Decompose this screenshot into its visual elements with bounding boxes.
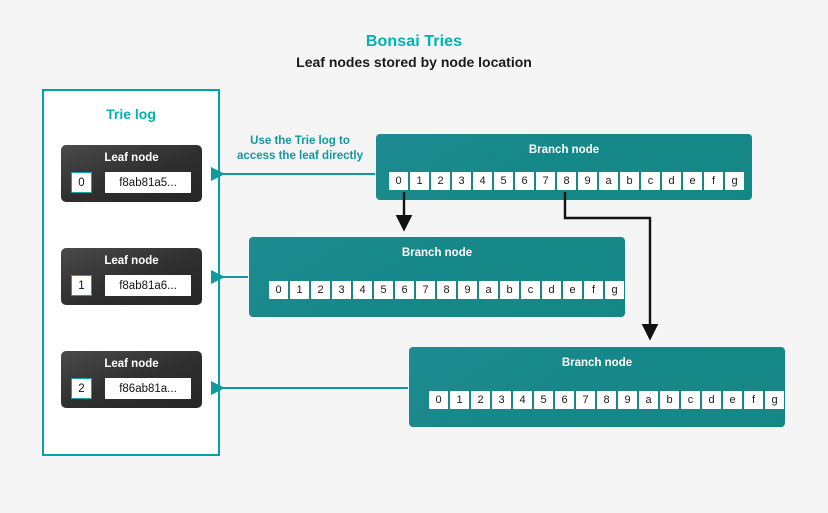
branch-node-cells: 0 1 2 3 4 5 6 7 8 9 a b c d e f g (269, 281, 624, 299)
branch-cell[interactable]: 2 (431, 172, 450, 190)
branch-cell[interactable]: a (639, 391, 658, 409)
leaf-node-0[interactable]: Leaf node 0 f8ab81a5... (61, 145, 202, 202)
branch-cell[interactable]: c (681, 391, 700, 409)
branch-cell[interactable]: f (744, 391, 763, 409)
branch-cell[interactable]: b (500, 281, 519, 299)
branch-cell[interactable]: c (521, 281, 540, 299)
leaf-node-index: 1 (71, 275, 92, 296)
branch-cell[interactable]: e (683, 172, 702, 190)
branch-node-cells: 0 1 2 3 4 5 6 7 8 9 a b c d e f g (389, 172, 744, 190)
trie-log-title: Trie log (106, 106, 156, 122)
branch-node-2[interactable]: Branch node 0 1 2 3 4 5 6 7 8 9 a b c d … (249, 237, 625, 317)
branch-node-label: Branch node (561, 357, 633, 369)
branch-cell[interactable]: 1 (450, 391, 469, 409)
branch-cell[interactable]: 0 (429, 391, 448, 409)
branch-cell[interactable]: b (660, 391, 679, 409)
branch-cell[interactable]: 9 (618, 391, 637, 409)
branch-cell[interactable]: g (605, 281, 624, 299)
leaf-node-hash: f8ab81a5... (105, 172, 191, 193)
branch-node-1[interactable]: Branch node 0 1 2 3 4 5 6 7 8 9 a b c d … (376, 134, 752, 200)
branch-node-3[interactable]: Branch node 0 1 2 3 4 5 6 7 8 9 a b c d … (409, 347, 785, 427)
branch-cell[interactable]: 0 (269, 281, 288, 299)
branch-node-label: Branch node (401, 247, 473, 259)
branch-cell[interactable]: 5 (534, 391, 553, 409)
page-subtitle: Leaf nodes stored by node location (296, 54, 532, 70)
leaf-node-label: Leaf node (104, 152, 159, 164)
branch-cell[interactable]: d (702, 391, 721, 409)
branch-cell[interactable]: 6 (515, 172, 534, 190)
branch-cell[interactable]: 7 (416, 281, 435, 299)
annotation-line-2: access the leaf directly (237, 150, 363, 162)
branch-cell[interactable]: e (563, 281, 582, 299)
branch-cell[interactable]: 7 (536, 172, 555, 190)
branch-cell[interactable]: 9 (578, 172, 597, 190)
branch-cell[interactable]: 3 (332, 281, 351, 299)
leaf-node-hash: f86ab81a... (105, 378, 191, 399)
leaf-node-hash: f8ab81a6... (105, 275, 191, 296)
branch-cell[interactable]: 7 (576, 391, 595, 409)
leaf-node-index: 2 (71, 378, 92, 399)
branch-cell[interactable]: 4 (513, 391, 532, 409)
page-title: Bonsai Tries (365, 33, 463, 50)
branch-cell[interactable]: 8 (557, 172, 576, 190)
branch-cell[interactable]: 6 (555, 391, 574, 409)
branch-node-label: Branch node (528, 144, 600, 156)
branch-cell[interactable]: 2 (311, 281, 330, 299)
trie-log-annotation: Use the Trie log to access the leaf dire… (222, 134, 378, 164)
branch-cell[interactable]: d (542, 281, 561, 299)
leaf-node-label: Leaf node (104, 358, 159, 370)
branch-cell[interactable]: 1 (290, 281, 309, 299)
branch-cell[interactable]: 1 (410, 172, 429, 190)
leaf-node-1[interactable]: Leaf node 1 f8ab81a6... (61, 248, 202, 305)
annotation-line-1: Use the Trie log to (250, 135, 350, 147)
branch-cell[interactable]: 5 (494, 172, 513, 190)
branch-cell[interactable]: 0 (389, 172, 408, 190)
branch-cell[interactable]: a (599, 172, 618, 190)
branch-cell[interactable]: 6 (395, 281, 414, 299)
branch-cell[interactable]: 3 (492, 391, 511, 409)
branch-cell[interactable]: 4 (473, 172, 492, 190)
leaf-node-label: Leaf node (104, 255, 159, 267)
branch-cell[interactable]: f (704, 172, 723, 190)
branch-cell[interactable]: d (662, 172, 681, 190)
leaf-node-2[interactable]: Leaf node 2 f86ab81a... (61, 351, 202, 408)
branch-cell[interactable]: 3 (452, 172, 471, 190)
branch-cell[interactable]: 9 (458, 281, 477, 299)
branch-cell[interactable]: 8 (437, 281, 456, 299)
branch-cell[interactable]: 8 (597, 391, 616, 409)
branch-cell[interactable]: 2 (471, 391, 490, 409)
branch-cell[interactable]: a (479, 281, 498, 299)
branch-cell[interactable]: g (725, 172, 744, 190)
leaf-node-index: 0 (71, 172, 92, 193)
branch-cell[interactable]: 4 (353, 281, 372, 299)
branch-cell[interactable]: e (723, 391, 742, 409)
branch-cell[interactable]: f (584, 281, 603, 299)
branch-node-cells: 0 1 2 3 4 5 6 7 8 9 a b c d e f g (429, 391, 784, 409)
branch-cell[interactable]: 5 (374, 281, 393, 299)
branch-cell[interactable]: g (765, 391, 784, 409)
branch-cell[interactable]: b (620, 172, 639, 190)
branch-cell[interactable]: c (641, 172, 660, 190)
